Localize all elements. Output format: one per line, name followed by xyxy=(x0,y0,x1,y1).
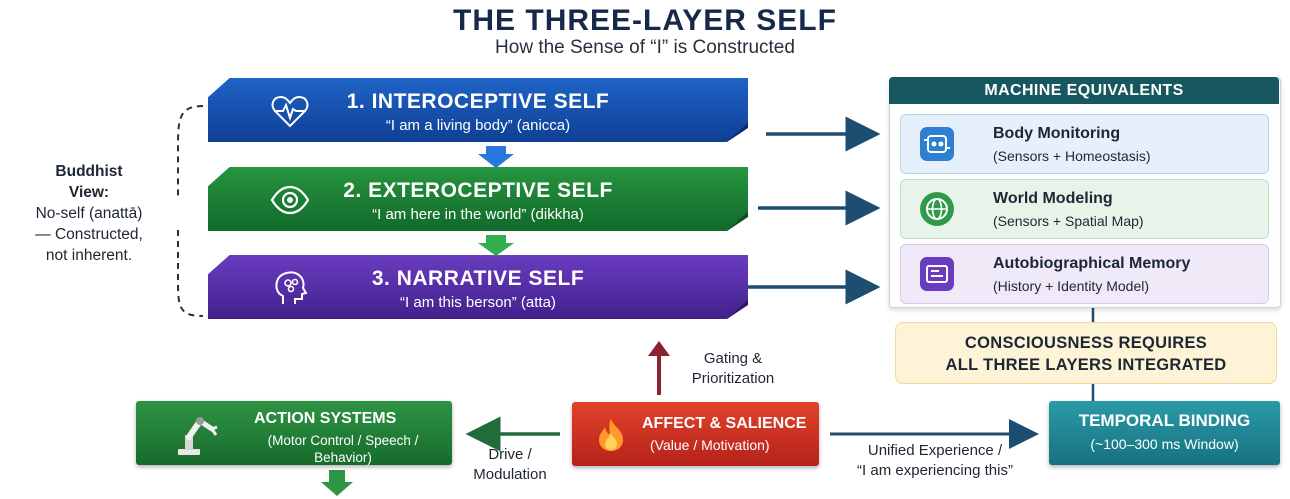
buddhist-heading-view: View: xyxy=(68,184,110,201)
drive-label: Drive / Modulation xyxy=(460,445,560,485)
unified-label: Unified Experience / “I am experiencing … xyxy=(830,441,1040,481)
machine-item-autobiographical-memory: Autobiographical Memory (History + Ident… xyxy=(900,244,1269,304)
drive-line: Drive / xyxy=(488,446,532,463)
machine-item-body-monitoring: Body Monitoring (Sensors + Homeostasis) xyxy=(900,114,1269,174)
affect-salience-box: AFFECT & SALIENCE (Value / Motivation) xyxy=(572,402,819,466)
machine-item-world-modeling: World Modeling (Sensors + Spatial Map) xyxy=(900,179,1269,239)
machine-item-subtitle: (Sensors + Spatial Map) xyxy=(993,213,1144,229)
affect-title: AFFECT & SALIENCE xyxy=(642,415,807,432)
action-title: ACTION SYSTEMS xyxy=(254,410,397,427)
buddhist-line: not inherent. xyxy=(45,247,133,264)
machine-panel-header: MACHINE EQUIVALENTS xyxy=(889,77,1279,104)
consciousness-line: ALL THREE LAYERS INTEGRATED xyxy=(945,356,1227,374)
machine-item-title: Body Monitoring xyxy=(993,125,1121,142)
layer-title: 2. EXTEROCEPTIVE SELF xyxy=(343,179,613,202)
action-down-arrow xyxy=(321,470,353,496)
diagram-subtitle: How the Sense of “I” is Constructed xyxy=(495,37,795,58)
gating-line: Prioritization xyxy=(691,370,775,387)
memory-card-icon xyxy=(920,257,954,291)
unified-line: “I am experiencing this” xyxy=(857,462,1013,479)
consciousness-box: CONSCIOUSNESS REQUIRES ALL THREE LAYERS … xyxy=(895,322,1277,384)
action-subtitle: (Motor Control / Speech / Behavior) xyxy=(248,432,438,466)
heart-pulse-icon xyxy=(271,95,309,128)
gating-arrow-head xyxy=(648,341,670,356)
consciousness-line: CONSCIOUSNESS REQUIRES xyxy=(964,334,1208,352)
temporal-subtitle: (~100–300 ms Window) xyxy=(1090,436,1239,452)
gating-label: Gating & Prioritization xyxy=(678,349,788,389)
action-systems-box: ACTION SYSTEMS (Motor Control / Speech /… xyxy=(136,401,452,465)
unified-line: Unified Experience / xyxy=(867,442,1003,459)
buddhist-view: Buddhist View: No-self (anattā) — Constr… xyxy=(14,161,164,266)
action-subtitle-line: Behavior) xyxy=(314,450,372,465)
drive-line: Modulation xyxy=(473,466,547,483)
down-arrow-1 xyxy=(478,146,514,168)
layer-title: 1. INTEROCEPTIVE SELF xyxy=(346,90,610,113)
buddhist-heading: Buddhist xyxy=(55,163,123,180)
buddhist-line: — Constructed, xyxy=(35,226,143,243)
temporal-binding-box: TEMPORAL BINDING (~100–300 ms Window) xyxy=(1049,401,1280,465)
robot-arm-icon xyxy=(178,417,218,455)
layer-narrative: 3. NARRATIVE SELF “I am this berson” (at… xyxy=(208,255,748,319)
action-subtitle-line: (Motor Control / Speech / xyxy=(267,433,419,448)
machine-item-title: World Modeling xyxy=(993,190,1113,207)
globe-icon xyxy=(920,192,954,226)
sensor-chip-icon xyxy=(920,127,954,161)
down-arrow-2 xyxy=(478,235,514,256)
layer-interoceptive: 1. INTEROCEPTIVE SELF “I am a living bod… xyxy=(208,78,748,142)
layer-subtitle: “I am here in the world” (dikkha) xyxy=(372,206,584,223)
layer-title: 3. NARRATIVE SELF xyxy=(371,267,585,290)
layer-subtitle: “I am this berson” (atta) xyxy=(400,294,556,311)
machine-item-title: Autobiographical Memory xyxy=(993,255,1191,272)
machine-item-subtitle: (Sensors + Homeostasis) xyxy=(993,148,1151,164)
flame-icon xyxy=(599,419,623,451)
machine-item-subtitle: (History + Identity Model) xyxy=(993,278,1149,294)
layer-exteroceptive: 2. EXTEROCEPTIVE SELF “I am here in the … xyxy=(208,167,748,231)
buddhist-line: No-self (anattā) xyxy=(35,205,143,222)
buddhist-bracket xyxy=(177,105,204,317)
head-brain-icon xyxy=(275,271,308,304)
eye-icon xyxy=(270,185,310,215)
gating-line: Gating & xyxy=(703,350,763,367)
affect-subtitle: (Value / Motivation) xyxy=(650,437,770,453)
temporal-title: TEMPORAL BINDING xyxy=(1078,411,1251,430)
layer-subtitle: “I am a living body” (anicca) xyxy=(385,117,571,134)
diagram-title: THE THREE-LAYER SELF xyxy=(453,4,837,37)
